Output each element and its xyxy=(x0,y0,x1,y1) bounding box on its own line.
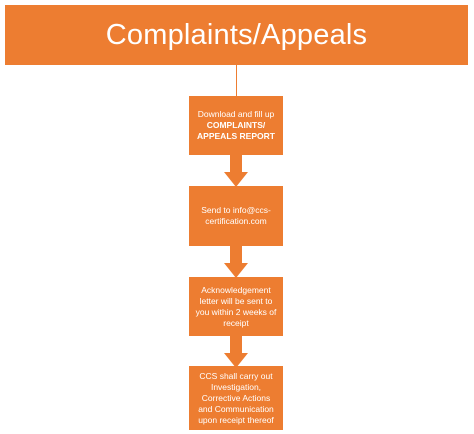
step-download-report: Download and fill up COMPLAINTS/ APPEALS… xyxy=(189,96,283,155)
step-3-text-3: you within 2 weeks of xyxy=(195,306,277,317)
title-connector-line xyxy=(236,65,237,96)
step-1-bold-text: COMPLAINTS/ xyxy=(206,120,266,130)
flowchart-title-box: Complaints/Appeals xyxy=(5,5,468,65)
down-arrow-icon xyxy=(224,155,248,187)
step-4-text-2: Investigation, xyxy=(210,381,262,392)
down-arrow-icon xyxy=(224,336,248,368)
step-4-text-4: and Communication xyxy=(198,403,274,414)
step-3-text: Acknowledgement xyxy=(201,284,271,295)
step-3-text-2: letter will be sent to xyxy=(199,295,273,306)
step-1-bold-text-2: APPEALS REPORT xyxy=(197,131,275,141)
flowchart-title: Complaints/Appeals xyxy=(105,18,368,51)
step-1-text: Download and fill up xyxy=(197,109,275,119)
step-send-email: Send to info@ccs- certification.com xyxy=(189,186,283,246)
step-investigation: CCS shall carry out Investigation, Corre… xyxy=(189,366,283,430)
step-3-text-4: receipt xyxy=(223,317,249,328)
down-arrow-icon xyxy=(224,246,248,278)
step-4-text-5: upon receipt thereof xyxy=(198,414,274,425)
step-4-text: CCS shall carry out xyxy=(199,370,273,381)
step-4-text-3: Corrective Actions xyxy=(201,392,271,403)
step-acknowledgement: Acknowledgement letter will be sent to y… xyxy=(189,277,283,336)
step-2-text-2: certification.com xyxy=(205,216,267,226)
step-2-text: Send to info@ccs- xyxy=(201,205,271,215)
